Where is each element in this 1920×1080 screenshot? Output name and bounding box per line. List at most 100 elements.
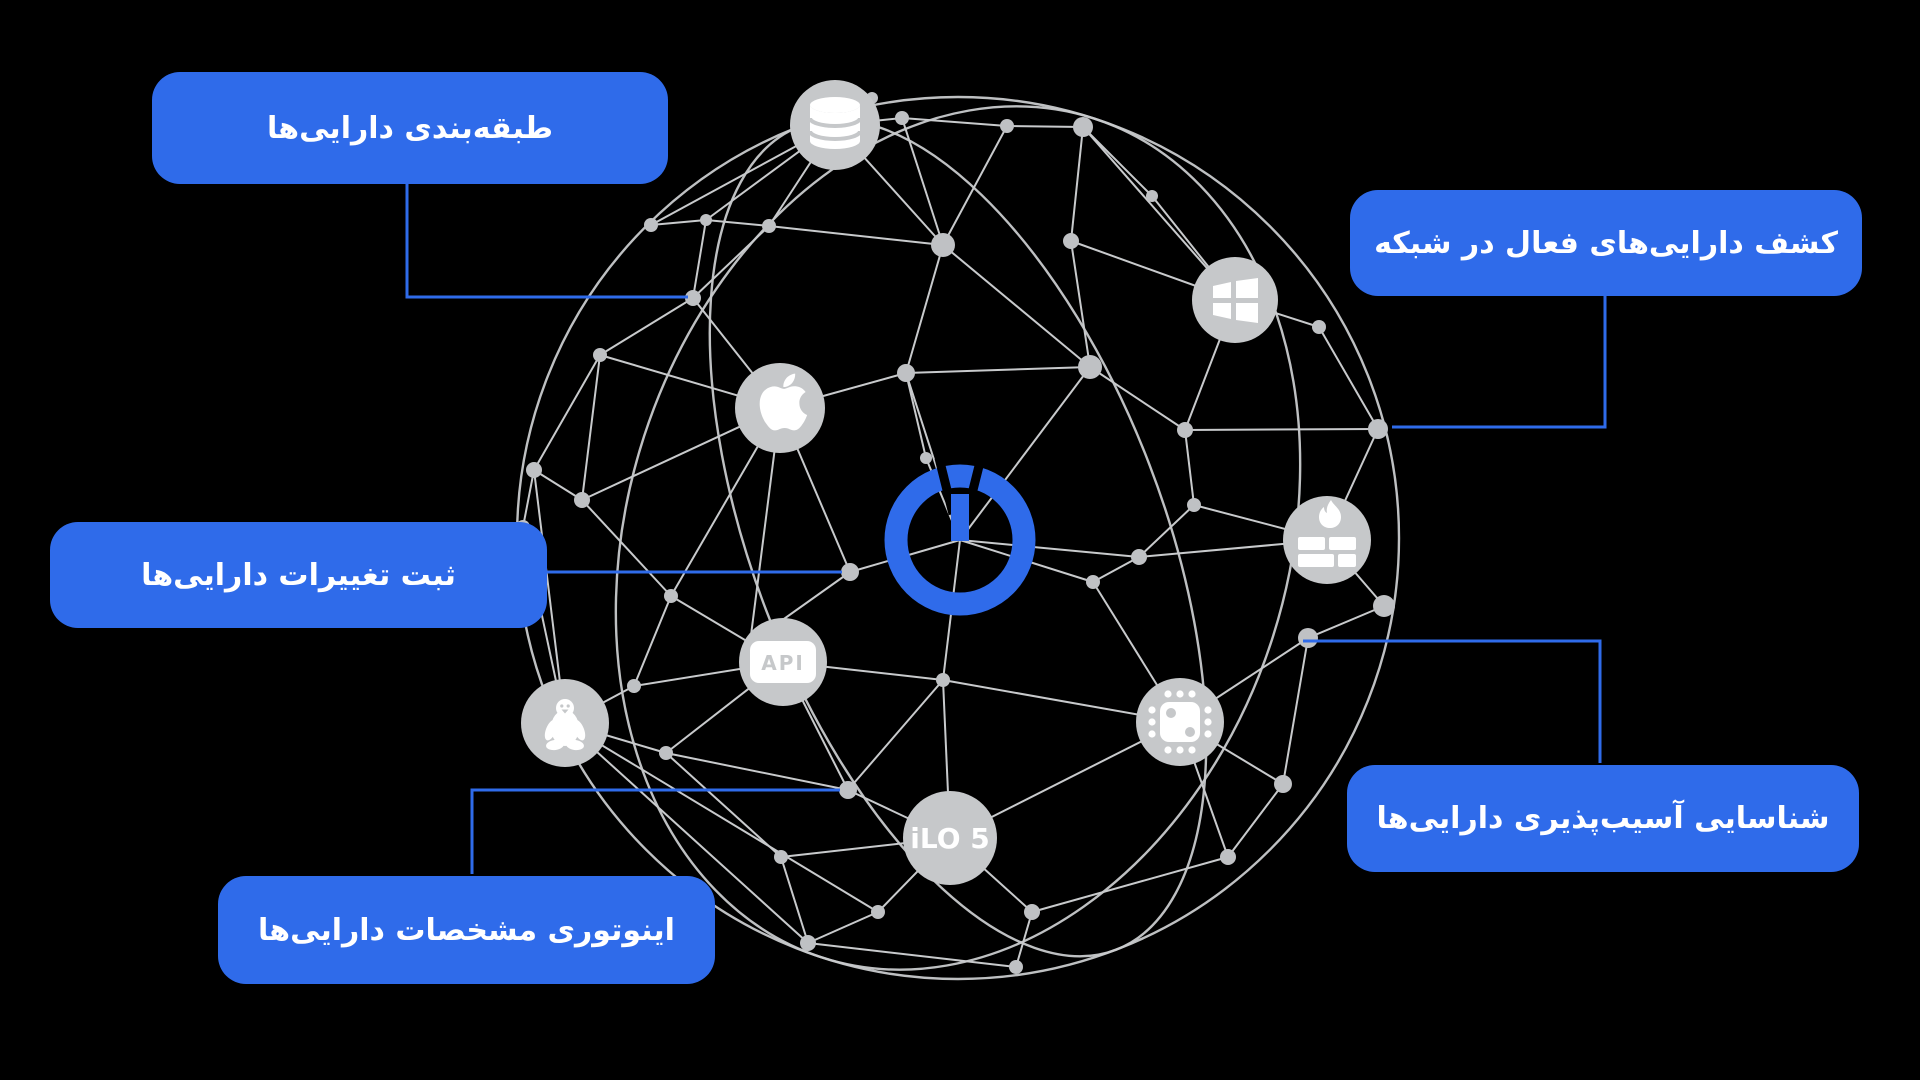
firewall-icon [1283, 496, 1371, 584]
network-node [895, 111, 909, 125]
network-edge [905, 244, 944, 374]
network-edge [942, 125, 1008, 246]
network-edge [633, 595, 672, 687]
power-logo [884, 456, 1036, 616]
network-edge [1307, 605, 1385, 639]
network-edge [1070, 240, 1091, 368]
network-node [1298, 628, 1318, 648]
network-edge [768, 225, 944, 246]
network-node [871, 905, 885, 919]
api-label: API [761, 651, 805, 675]
network-node [774, 850, 788, 864]
label-asset-discovery: کشف دارایی‌های فعال در شبکه [1350, 190, 1862, 296]
network-edge [665, 752, 782, 858]
network-node [627, 679, 641, 693]
network-node [1086, 575, 1100, 589]
network-node [1177, 422, 1193, 438]
network-node [1063, 233, 1079, 249]
network-edge [1082, 126, 1153, 197]
network-node [644, 218, 658, 232]
connector-discovery [1392, 294, 1607, 429]
network-edge [581, 354, 601, 501]
label-asset-vulnerability: شناسایی آسیب‌پذیری دارایی‌ها [1347, 765, 1859, 872]
network-edge [599, 297, 694, 356]
label-asset-inventory: اینوتوری مشخصات دارایی‌ها [218, 876, 715, 984]
network-edge [1015, 911, 1033, 968]
network-edge [1092, 556, 1140, 583]
network-edge [670, 595, 751, 644]
linux-icon [521, 679, 609, 767]
network-node [1187, 498, 1201, 512]
network-node [700, 214, 712, 226]
network-edge [1282, 637, 1309, 785]
network-edge [581, 499, 672, 597]
network-edge [705, 219, 770, 227]
network-edge [692, 225, 770, 299]
label-asset-changes-text: ثبت تغییرات دارایی‌ها [141, 557, 456, 593]
label-asset-changes: ثبت تغییرات دارایی‌ها [50, 522, 547, 628]
network-edge [901, 117, 944, 246]
label-asset-classification-text: طبقه‌بندی دارایی‌ها [267, 110, 553, 146]
connector-classification [405, 182, 688, 299]
network-node [664, 589, 678, 603]
network-edge [905, 366, 1091, 374]
network-edge [807, 942, 1017, 968]
network-node [1078, 355, 1102, 379]
label-asset-vulnerability-text: شناسایی آسیب‌پذیری دارایی‌ها [1376, 801, 1830, 836]
network-node [685, 290, 701, 306]
network-node [841, 563, 859, 581]
api-icon: API [739, 618, 827, 706]
network-edge [1006, 125, 1084, 128]
network-node [1368, 419, 1388, 439]
label-asset-discovery-text: کشف دارایی‌های فعال در شبکه [1374, 225, 1838, 261]
network-node [1131, 549, 1147, 565]
network-edge [564, 722, 809, 944]
label-asset-inventory-text: اینوتوری مشخصات دارایی‌ها [258, 912, 675, 948]
network-edge [1318, 326, 1379, 430]
network-edge [533, 469, 583, 501]
network-edge [780, 856, 809, 944]
network-edge [665, 752, 849, 791]
network-edge [959, 366, 1091, 541]
network-edge [522, 469, 535, 528]
network-node [593, 348, 607, 362]
network-node [1274, 775, 1292, 793]
network-node [800, 935, 816, 951]
network-node [762, 219, 776, 233]
network-node [1220, 849, 1236, 865]
network-node [1024, 904, 1040, 920]
network-node [839, 781, 857, 799]
network-edge [564, 722, 879, 913]
windows-icon [1192, 257, 1278, 343]
globe-meridian [614, 105, 1302, 971]
network-edge [847, 679, 944, 791]
network-edge [959, 539, 1140, 558]
network-node [1312, 320, 1326, 334]
network-edge [807, 911, 879, 944]
connector-vulnerability [1303, 639, 1602, 763]
network-node [1000, 119, 1014, 133]
network-edge [901, 117, 1008, 127]
network-edge [905, 372, 927, 459]
chip-icon [1136, 678, 1224, 766]
network-edge [1184, 429, 1195, 506]
network-edge [650, 219, 707, 226]
network-edge [1227, 783, 1284, 858]
database-icon [790, 80, 880, 170]
network-edge [533, 354, 601, 471]
network-edge [692, 219, 707, 299]
network-node [574, 492, 590, 508]
network-node [897, 364, 915, 382]
ilo5-icon: iLO 5 [903, 791, 997, 885]
network-node [936, 673, 950, 687]
label-asset-classification: طبقه‌بندی دارایی‌ها [152, 72, 668, 184]
network-edge [1031, 856, 1229, 913]
network-node [920, 452, 932, 464]
network-edge [1089, 366, 1186, 431]
network-node [1073, 117, 1093, 137]
network-node [1146, 190, 1158, 202]
network-edge [1070, 126, 1084, 242]
ilo5-label: iLO 5 [910, 822, 989, 855]
network-node [659, 746, 673, 760]
